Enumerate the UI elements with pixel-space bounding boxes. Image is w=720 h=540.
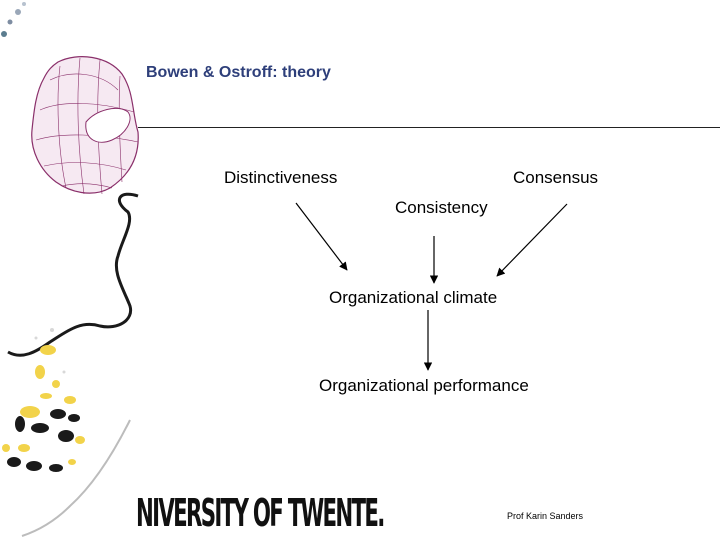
node-organizational-performance: Organizational performance (319, 376, 529, 395)
mesh-blob-decoration (31, 56, 139, 195)
decorative-artwork (1, 2, 139, 537)
arrow-distinctiveness-to-climate (295, 202, 348, 271)
node-consistency: Consistency (395, 198, 488, 217)
dot-cluster-top (1, 2, 26, 37)
swirl-line-decoration (7, 192, 139, 357)
node-distinctiveness: Distinctiveness (224, 168, 338, 187)
grey-arc-decoration (21, 419, 131, 537)
university-logo: NIVERSITY OF TWENTE. (136, 491, 385, 535)
yellow-black-blobs-decoration (2, 328, 85, 472)
arrow-consensus-to-climate (496, 203, 568, 277)
presenter-credit: Prof Karin Sanders (507, 511, 584, 521)
slide-title: Bowen & Ostroff: theory (146, 64, 331, 81)
node-consensus: Consensus (513, 168, 599, 187)
title-divider (138, 127, 720, 128)
node-organizational-climate: Organizational climate (329, 288, 498, 307)
